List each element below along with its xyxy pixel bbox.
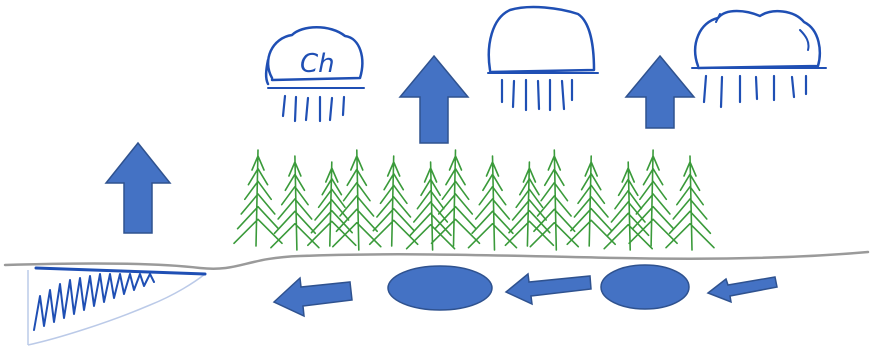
pine-tree-icon — [504, 161, 555, 247]
lake-surface — [34, 266, 207, 276]
rain-drops — [702, 74, 808, 109]
rain-cloud-icon: Ch — [264, 26, 365, 123]
pine-tree-icon — [430, 149, 481, 247]
lake-basin — [27, 270, 206, 346]
pine-tree-icon — [405, 161, 456, 251]
cloud-outline — [693, 9, 821, 70]
pine-tree-icon — [566, 155, 616, 247]
lake-waves — [33, 273, 155, 331]
pine-tree-icon — [233, 149, 283, 247]
lake-icon — [27, 266, 207, 346]
ground-line — [3, 250, 870, 270]
pine-tree-icon — [628, 149, 678, 247]
cloud-label: Ch — [300, 49, 335, 79]
pine-tree-icon — [467, 155, 518, 251]
cloud-detail — [715, 13, 810, 51]
pine-tree-icon — [603, 161, 653, 251]
up-arrow-icon — [398, 54, 470, 144]
rain-drops — [500, 78, 574, 112]
up-arrow-icon — [624, 54, 696, 129]
water-pool-icon — [387, 265, 493, 311]
up-arrow-icon — [104, 141, 172, 234]
left-arrow-icon — [272, 276, 353, 318]
pine-tree-icon — [665, 155, 715, 251]
rain-cloud-icon — [691, 9, 827, 109]
left-arrow-icon — [706, 276, 778, 304]
rain-cloud-icon — [487, 5, 599, 112]
left-arrow-icon — [504, 272, 592, 306]
pine-tree-icon — [270, 155, 320, 251]
pine-tree-icon — [332, 149, 382, 251]
water-pool-icon — [600, 264, 690, 310]
rain-drops — [281, 94, 346, 123]
pine-tree-icon — [307, 161, 357, 247]
cloud-outline — [264, 26, 364, 86]
pine-tree-icon — [368, 155, 419, 247]
pine-tree-icon — [529, 149, 580, 251]
cloud-outline — [487, 5, 596, 74]
forest — [233, 149, 715, 251]
